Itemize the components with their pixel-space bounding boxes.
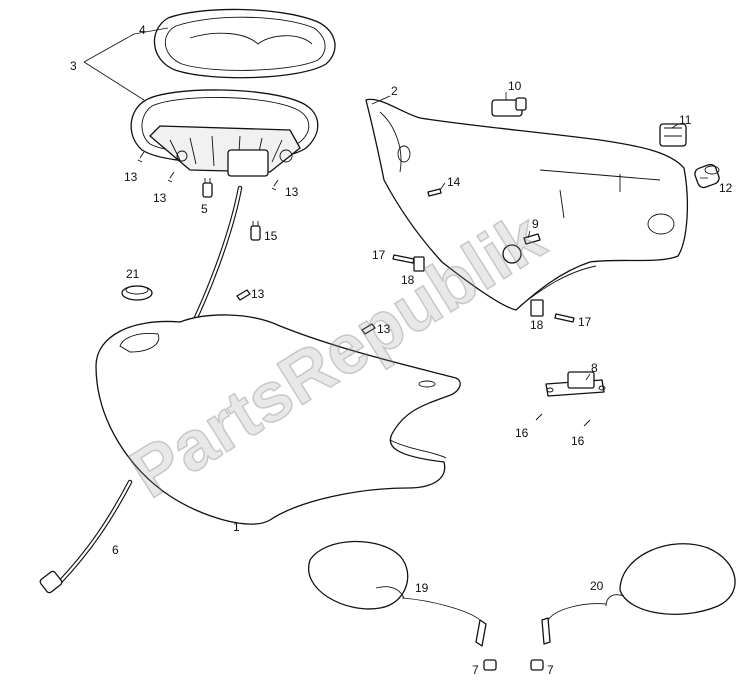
callout-7-right: 7 bbox=[547, 663, 554, 677]
callout-10: 10 bbox=[508, 79, 522, 93]
callout-21: 21 bbox=[126, 267, 140, 281]
callout-15: 15 bbox=[264, 229, 278, 243]
connector-bracket-8 bbox=[545, 371, 606, 397]
callout-16-a: 16 bbox=[515, 426, 529, 440]
callout-6: 6 bbox=[112, 543, 119, 557]
callout-4: 4 bbox=[139, 23, 146, 37]
callout-17-b: 17 bbox=[578, 315, 592, 329]
screw-13-set bbox=[137, 151, 376, 335]
instrument-cluster bbox=[130, 89, 319, 177]
callout-18-a: 18 bbox=[401, 273, 415, 287]
nut-7-right bbox=[530, 659, 544, 671]
bulb-holder-12 bbox=[694, 163, 720, 189]
nut-7-left bbox=[483, 659, 497, 671]
grommet-9 bbox=[502, 233, 541, 264]
callout-13-c: 13 bbox=[285, 185, 299, 199]
callout-7-left: 7 bbox=[472, 663, 479, 677]
mirror-right bbox=[541, 543, 736, 645]
bulb-holder-15 bbox=[250, 221, 261, 241]
callout-16-b: 16 bbox=[571, 434, 585, 448]
screw-17-right bbox=[554, 313, 575, 323]
speedometer-cable bbox=[187, 185, 243, 333]
callout-11: 11 bbox=[679, 113, 692, 127]
callout-13-a: 13 bbox=[124, 170, 138, 184]
callout-14: 14 bbox=[447, 175, 461, 189]
screw-16-set bbox=[535, 413, 591, 427]
lower-cable bbox=[39, 479, 133, 594]
screw-17-left bbox=[392, 254, 415, 264]
callout-19: 19 bbox=[415, 581, 429, 595]
handlebar-cover-rear bbox=[365, 98, 689, 311]
instrument-glass bbox=[153, 8, 336, 79]
callout-9: 9 bbox=[532, 217, 539, 231]
callout-3: 3 bbox=[70, 59, 77, 73]
callout-13-b: 13 bbox=[153, 191, 167, 205]
callout-13-d: 13 bbox=[251, 287, 265, 301]
switch-10 bbox=[491, 97, 527, 117]
screw-14 bbox=[427, 188, 442, 197]
callout-5: 5 bbox=[201, 202, 208, 216]
clip-18-right bbox=[530, 299, 544, 317]
callout-20: 20 bbox=[590, 579, 604, 593]
callout-17-a: 17 bbox=[372, 248, 386, 262]
switch-11 bbox=[659, 123, 687, 147]
callout-2: 2 bbox=[391, 84, 398, 98]
leader-lines bbox=[83, 27, 708, 381]
callout-12: 12 bbox=[719, 181, 733, 195]
mirror-left bbox=[307, 540, 487, 647]
callout-1: 1 bbox=[233, 520, 240, 534]
handlebar-cover-front bbox=[95, 314, 461, 525]
callout-13-e: 13 bbox=[377, 322, 391, 336]
clip-18-left bbox=[413, 256, 425, 272]
bulb-holder-5 bbox=[202, 178, 213, 198]
rubber-cap bbox=[121, 285, 153, 301]
callout-8: 8 bbox=[591, 361, 598, 375]
callout-18-b: 18 bbox=[530, 318, 544, 332]
